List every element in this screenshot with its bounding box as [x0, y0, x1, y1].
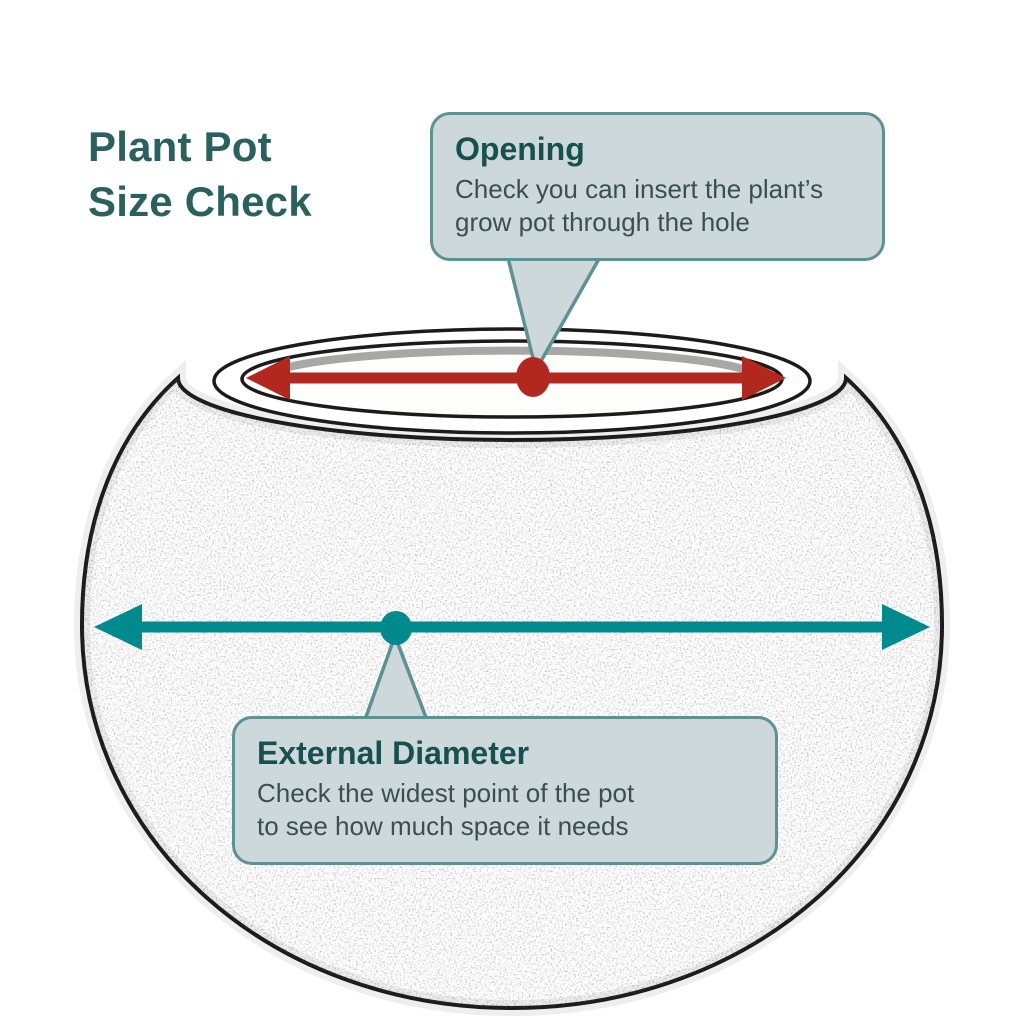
page-title: Plant Pot Size Check [88, 120, 312, 229]
opening-callout-body-line-1: Check you can insert the plant’s [455, 173, 824, 204]
pot-rim-lip [212, 327, 812, 435]
opening-callout-body: Check you can insert the plant’s grow po… [455, 173, 860, 239]
opening-midpoint-dot [516, 357, 550, 397]
diameter-arrowhead-right [882, 604, 930, 650]
external-diameter-callout-body: Check the widest point of the pot to see… [257, 777, 753, 843]
page-title-line-2: Size Check [88, 177, 312, 225]
pot-texture [82, 378, 942, 1008]
external-diameter-body-line-1: Check the widest point of the pot [257, 777, 635, 808]
external-diameter-callout-title: External Diameter [257, 735, 530, 771]
opening-arrowhead-left [246, 356, 290, 400]
pot-opening-inner-shadow [262, 346, 762, 380]
opening-width-arrow [246, 356, 786, 400]
diameter-midpoint-dot [380, 611, 412, 645]
opening-callout-title: Opening [455, 131, 585, 167]
opening-callout: Opening Check you can insert the plant’s… [430, 112, 885, 261]
opening-callout-body-line-2: grow pot through the hole [455, 206, 750, 237]
opening-arrowhead-right [742, 356, 786, 400]
external-diameter-callout: External Diameter Check the widest point… [232, 716, 778, 865]
external-diameter-arrow [94, 604, 930, 650]
pot-illustration [73, 327, 951, 1017]
external-diameter-body-line-2: to see how much space it needs [257, 810, 629, 841]
page-title-line-1: Plant Pot [88, 123, 272, 170]
diameter-arrowhead-left [94, 604, 142, 650]
pot-edge-shading [73, 360, 951, 1017]
